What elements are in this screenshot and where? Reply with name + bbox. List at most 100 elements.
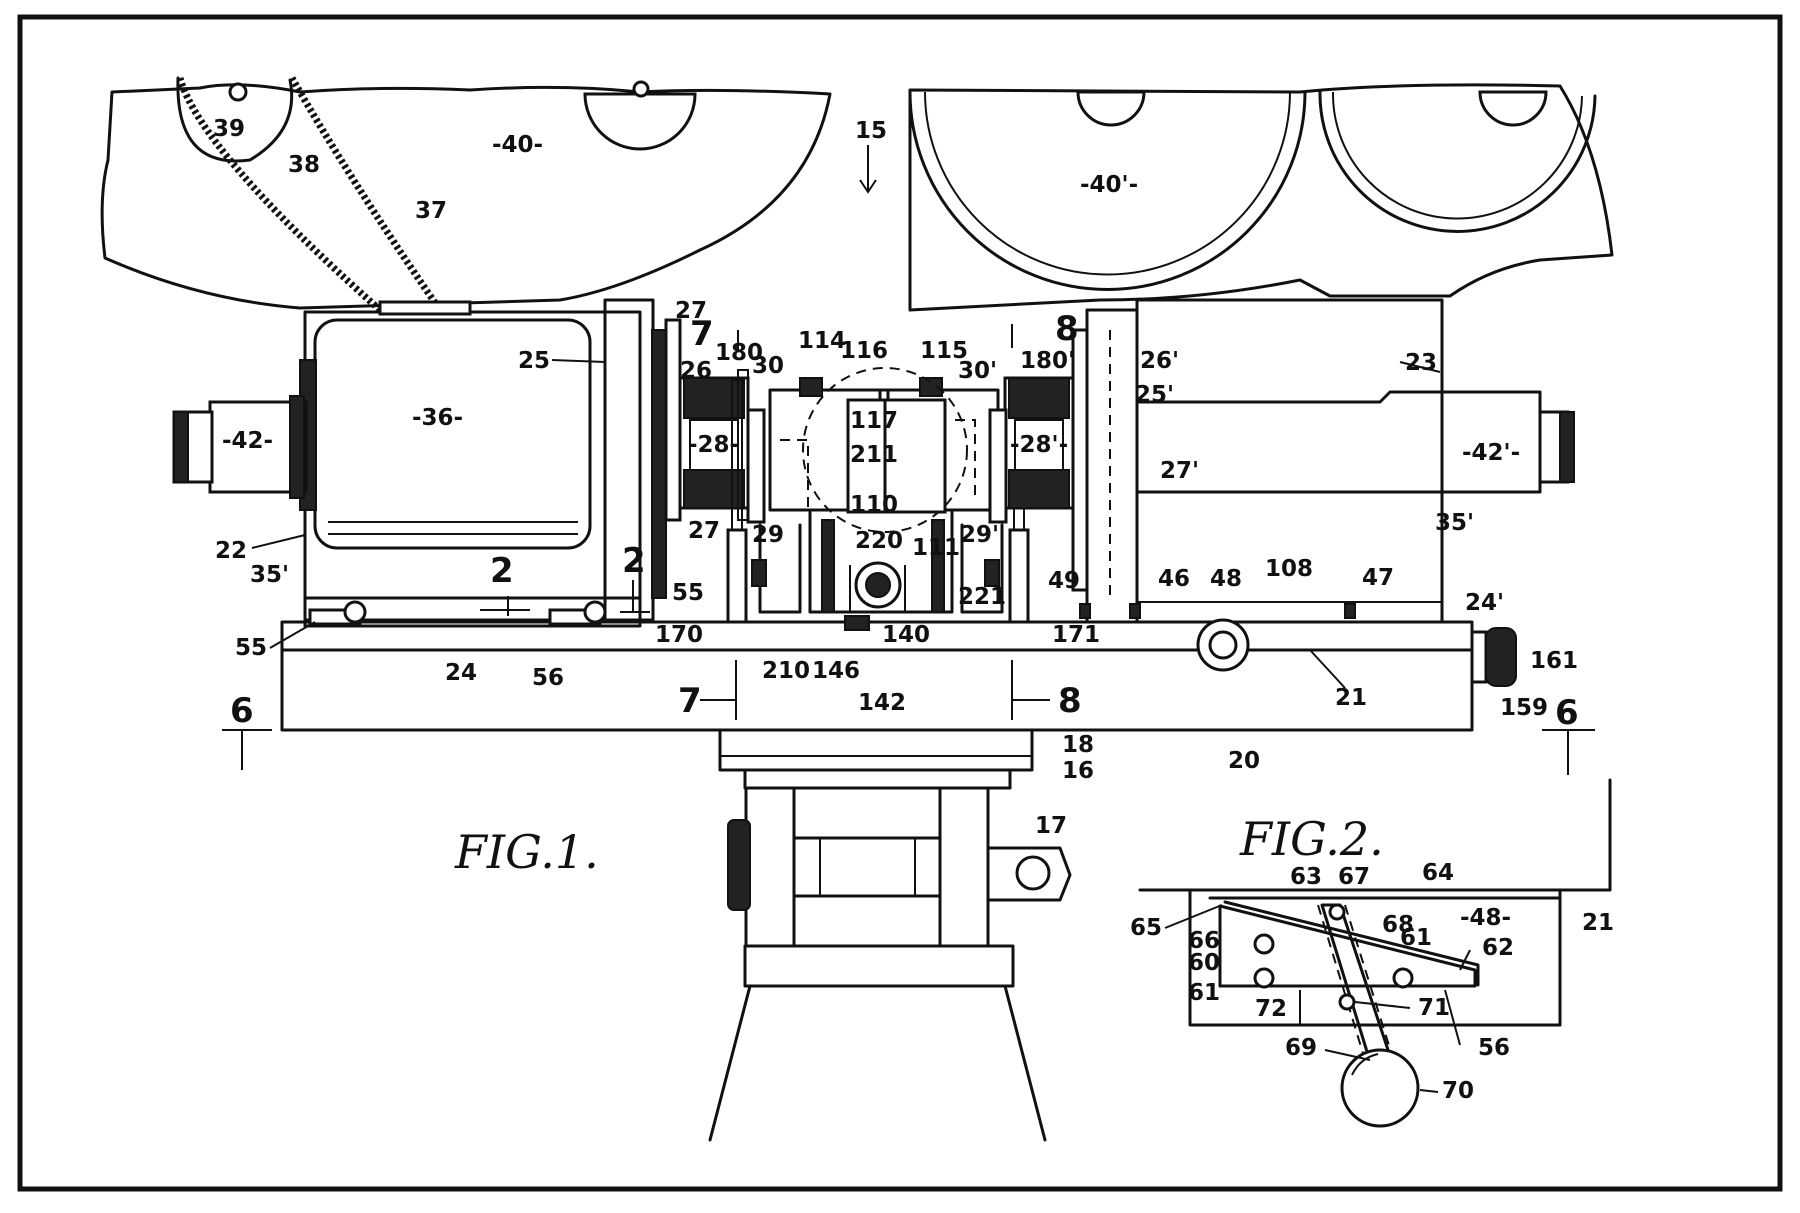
ref-28: -28- xyxy=(688,432,739,458)
post-171 xyxy=(1008,528,1030,624)
ref-29p: 29' xyxy=(960,522,999,548)
fig2-title: FIG.2. xyxy=(1239,812,1384,866)
tilt-shaft-lines xyxy=(819,838,916,896)
section-6b-line xyxy=(1542,729,1595,775)
ref-170: 170 xyxy=(655,622,703,648)
ref-30p: 30' xyxy=(958,358,997,384)
pulley-38 xyxy=(176,76,294,163)
post-170 xyxy=(726,528,748,624)
left-sprocket-flange-30 xyxy=(746,408,766,524)
ref-210: 210 xyxy=(762,658,810,684)
ref-25: 25 xyxy=(518,348,550,374)
section-mark-7a: 7 xyxy=(690,314,714,354)
ref-35p-left: 35' xyxy=(250,562,289,588)
cam-110-inner xyxy=(865,572,891,598)
ref-114: 114 xyxy=(798,328,846,354)
ref-15: 15 xyxy=(855,118,887,144)
section-mark-8b: 8 xyxy=(1058,681,1082,721)
ref-220: 220 xyxy=(855,528,903,554)
ref-16: 16 xyxy=(1062,758,1094,784)
fig2-ref-71: 71 xyxy=(1418,995,1450,1021)
left-sprocket-teeth-top xyxy=(683,377,745,419)
ref-161: 161 xyxy=(1530,648,1578,674)
ref-211: 211 xyxy=(850,442,898,468)
fig2-ref-67: 67 xyxy=(1338,864,1370,890)
tripod-head-base xyxy=(743,944,1015,988)
right-sprocket-teeth-top xyxy=(1008,377,1070,419)
ref-29: 29 xyxy=(752,522,784,548)
right-frame-plate-25p xyxy=(1085,308,1139,624)
tripod-plate-18 xyxy=(718,728,1034,772)
gate-lower-housing xyxy=(808,510,954,614)
ref-49: 49 xyxy=(1048,568,1080,594)
latch-right-221 xyxy=(984,559,1000,587)
ref-27b: 27 xyxy=(688,518,720,544)
right-film-magazine xyxy=(908,83,1614,312)
fig2-ref-69: 69 xyxy=(1285,1035,1317,1061)
section-8-line xyxy=(1011,324,1050,720)
ref-55b-leader xyxy=(269,621,316,649)
ref-39: 39 xyxy=(213,116,245,142)
gate-hidden-lines xyxy=(780,419,976,510)
clamp-56-screw xyxy=(583,600,607,624)
fig2-pin-61b xyxy=(1392,967,1414,989)
ref-115: 115 xyxy=(920,338,968,364)
pulley-axle-39 xyxy=(228,82,248,102)
post-170-upper xyxy=(731,379,743,531)
adjust-knob-161 xyxy=(1485,627,1517,687)
fig2-handle-ball-highlight xyxy=(1351,1053,1379,1076)
ref-221: 221 xyxy=(958,584,1006,610)
fig2-leaders xyxy=(1164,904,1471,1093)
ref-146: 146 xyxy=(812,658,860,684)
right-lens-rim xyxy=(1559,411,1575,483)
ref-55a: 55 xyxy=(672,580,704,606)
right-sprocket-teeth-bottom xyxy=(1008,469,1070,509)
fig2-ref-64: 64 xyxy=(1422,860,1454,886)
section-mark-8a: 8 xyxy=(1055,309,1079,349)
section-mark-labels: 2 2 6 6 7 7 8 8 xyxy=(230,309,1579,733)
fig2-wedge-62 xyxy=(1223,900,1480,987)
stud-47 xyxy=(1344,603,1356,619)
ref-25-leader xyxy=(551,359,606,363)
ref-46: 46 xyxy=(1158,566,1190,592)
magazine-hub-right-2 xyxy=(1478,90,1548,127)
right-lens-body-42p xyxy=(1135,390,1542,494)
gate-column-220 xyxy=(821,519,945,613)
fig2-ref-63: 63 xyxy=(1290,864,1322,890)
ref-26: 26 xyxy=(680,358,712,384)
fig2-lever-slot xyxy=(1317,904,1393,1061)
left-film-magazine xyxy=(100,83,832,310)
fig1-title: FIG.1. xyxy=(454,825,599,879)
catch-140 xyxy=(844,615,870,631)
fig2-ref-60: 60 xyxy=(1188,950,1220,976)
ref-15-arrow xyxy=(859,145,877,194)
figure-1 xyxy=(100,76,1614,1142)
section-2a-line xyxy=(480,596,530,616)
fig2-wedge-plate xyxy=(1218,904,1477,988)
section-mark-6b: 6 xyxy=(1555,693,1579,733)
fig2-pivot-67 xyxy=(1328,903,1346,921)
left-sprocket-hub xyxy=(689,419,739,471)
ref-37: 37 xyxy=(415,198,447,224)
latch-left xyxy=(751,559,767,587)
ref-27p: 27' xyxy=(1160,458,1199,484)
ref-23-leader xyxy=(1399,361,1441,373)
ref-142: 142 xyxy=(858,690,906,716)
ref-27a: 27 xyxy=(675,298,707,324)
ref-22: 22 xyxy=(215,538,247,564)
clamp-55-screw xyxy=(343,600,367,624)
section-7-line xyxy=(700,330,739,720)
ref-17: 17 xyxy=(1035,813,1067,839)
fig2-ref-70: 70 xyxy=(1442,1078,1474,1104)
magazine-reel-40p-left xyxy=(908,90,1307,291)
magazine-hub-right-1 xyxy=(1076,90,1146,127)
fig2-pin-61a xyxy=(1253,967,1275,989)
fig2-rail-48 xyxy=(1208,896,1562,1027)
fig2-ref-66: 66 xyxy=(1188,928,1220,954)
fig2-ref-62: 62 xyxy=(1482,935,1514,961)
fig1-reference-labels: 15 -40- -40'- 39 38 37 -36- -42- -42'- 2… xyxy=(213,116,1578,839)
ref-30: 30 xyxy=(752,353,784,379)
gate-clip-114 xyxy=(799,377,823,397)
